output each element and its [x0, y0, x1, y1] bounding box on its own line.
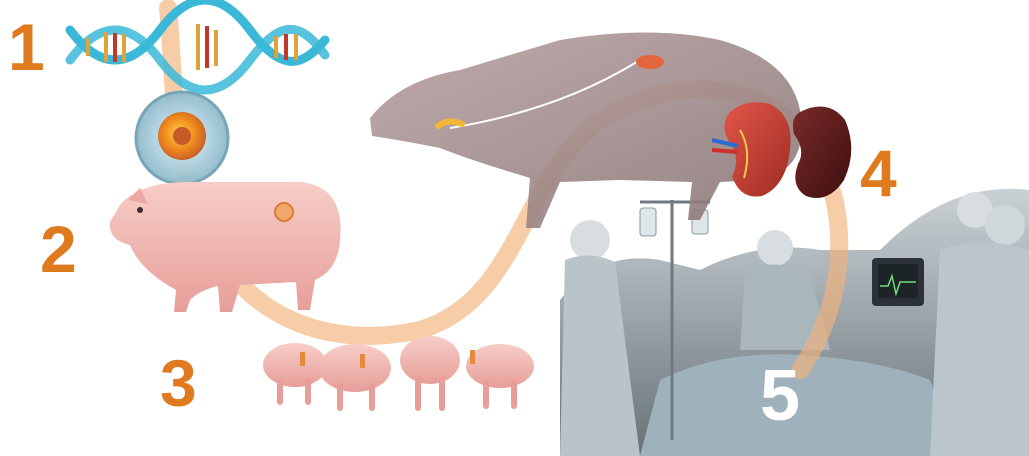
step-number-5: 5 [760, 360, 800, 432]
step-number-1: 1 [8, 14, 45, 80]
step-number-4: 4 [860, 140, 897, 206]
step-number-2: 2 [40, 216, 77, 282]
cell-icon [136, 92, 228, 184]
kidney-icon [712, 102, 851, 198]
piglets-icon [263, 336, 534, 408]
dna-helix-icon [70, 0, 325, 90]
pig-icon [110, 182, 341, 312]
step-number-3: 3 [160, 350, 197, 416]
